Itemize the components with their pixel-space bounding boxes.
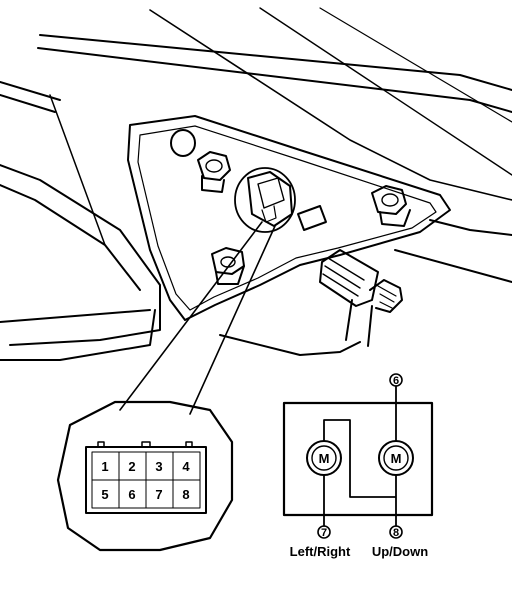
pin-5: 5: [101, 487, 108, 502]
terminal-6-label: 6: [393, 375, 399, 387]
pin-3: 3: [155, 459, 162, 474]
door-frame-lines: [0, 7, 512, 361]
schematic-frame: [282, 401, 434, 517]
mirror-harness-plug: [319, 249, 403, 347]
mounting-nut-upper: [197, 151, 231, 193]
left-right-caption: Left/Right: [290, 544, 351, 559]
mirror-mounting-plate: [127, 115, 451, 321]
terminal-7-label: 7: [321, 527, 327, 539]
mounting-bolt-hole: [170, 129, 196, 157]
terminal-8-circle: [389, 525, 403, 539]
pin-4: 4: [182, 459, 190, 474]
terminal-8-label: 8: [393, 527, 399, 539]
zoom-bubble: [56, 400, 234, 552]
schematic-wires: [323, 385, 397, 527]
up-down-motor-label: M: [391, 451, 402, 466]
terminal-7-circle: [317, 525, 331, 539]
mounting-nut-right: [371, 185, 411, 227]
mirror-harness-connector: [234, 167, 296, 233]
connector-face: [85, 446, 207, 514]
zoom-callout-lines: [119, 221, 276, 415]
left-right-motor-label: M: [319, 451, 330, 466]
pin-7: 7: [155, 487, 162, 502]
terminal-6-circle: [389, 373, 403, 387]
pin-2: 2: [128, 459, 135, 474]
pin-1: 1: [101, 459, 108, 474]
connector-pin-numbers: 1 2 3 4 5 6 7 8: [101, 459, 190, 502]
up-down-caption: Up/Down: [372, 544, 428, 559]
plate-tab: [297, 205, 327, 231]
pin-8: 8: [182, 487, 189, 502]
pin-6: 6: [128, 487, 135, 502]
